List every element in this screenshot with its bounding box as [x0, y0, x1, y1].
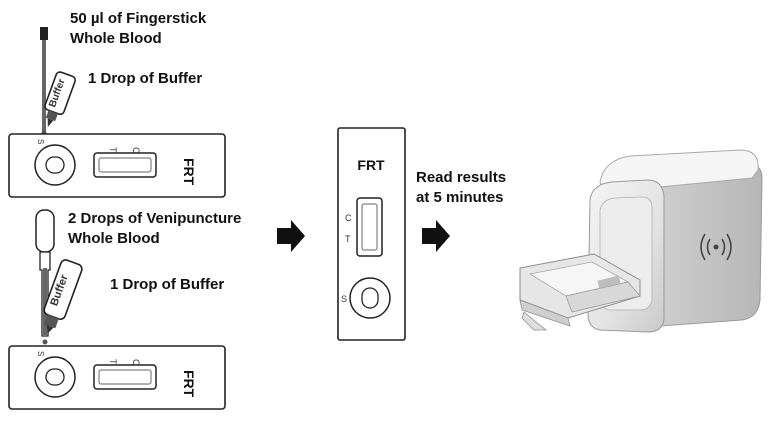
buffer-bottle-icon: Buffer [43, 259, 83, 334]
sample-well-mark: S [341, 294, 347, 304]
venipuncture-sample-line2: Whole Blood [68, 230, 160, 247]
blood-drop-icon [42, 339, 48, 345]
control-line-mark: C [131, 359, 141, 366]
cassette-name: FRT [181, 158, 197, 186]
control-line-mark: C [131, 147, 141, 154]
arrow-right-icon [422, 220, 450, 252]
test-line-mark: T [108, 147, 118, 153]
read-results-label: Read results at 5 minutes [416, 168, 506, 208]
capillary-tube [40, 27, 48, 132]
vertical-cassette: FRT C T S [337, 127, 406, 341]
venipuncture-sample-label: 2 Drops of Venipuncture Whole Blood [68, 209, 241, 249]
fingerstick-sample-line2: Whole Blood [70, 30, 162, 47]
cassette-name: FRT [357, 157, 385, 173]
test-line-mark: T [108, 359, 118, 365]
fingerstick-sample-line1: 50 µl of Fingerstick [70, 10, 207, 27]
test-cassette-2: T C S FRT [8, 345, 226, 410]
cassette-name: FRT [181, 370, 197, 398]
analyzer-device [519, 149, 763, 333]
buffer-label-1: 1 Drop of Buffer [88, 70, 203, 87]
read-results-line2: at 5 minutes [416, 189, 504, 206]
test-line-mark: T [345, 234, 351, 244]
test-cassette-1: T C S FRT [8, 133, 226, 198]
sample-well-mark: S [36, 139, 45, 144]
read-results-line1: Read results [416, 169, 507, 186]
venipuncture-sample-line1: 2 Drops of Venipuncture [68, 210, 242, 227]
fingerstick-sample-label: 50 µl of Fingerstick Whole Blood [70, 9, 206, 49]
buffer-label-2: 1 Drop of Buffer [110, 276, 225, 293]
buffer-bottle-icon: Buffer [44, 71, 77, 127]
control-line-mark: C [345, 213, 352, 223]
arrow-right-icon [277, 220, 305, 252]
wireless-icon [700, 233, 732, 261]
sample-well-mark: S [36, 351, 45, 356]
